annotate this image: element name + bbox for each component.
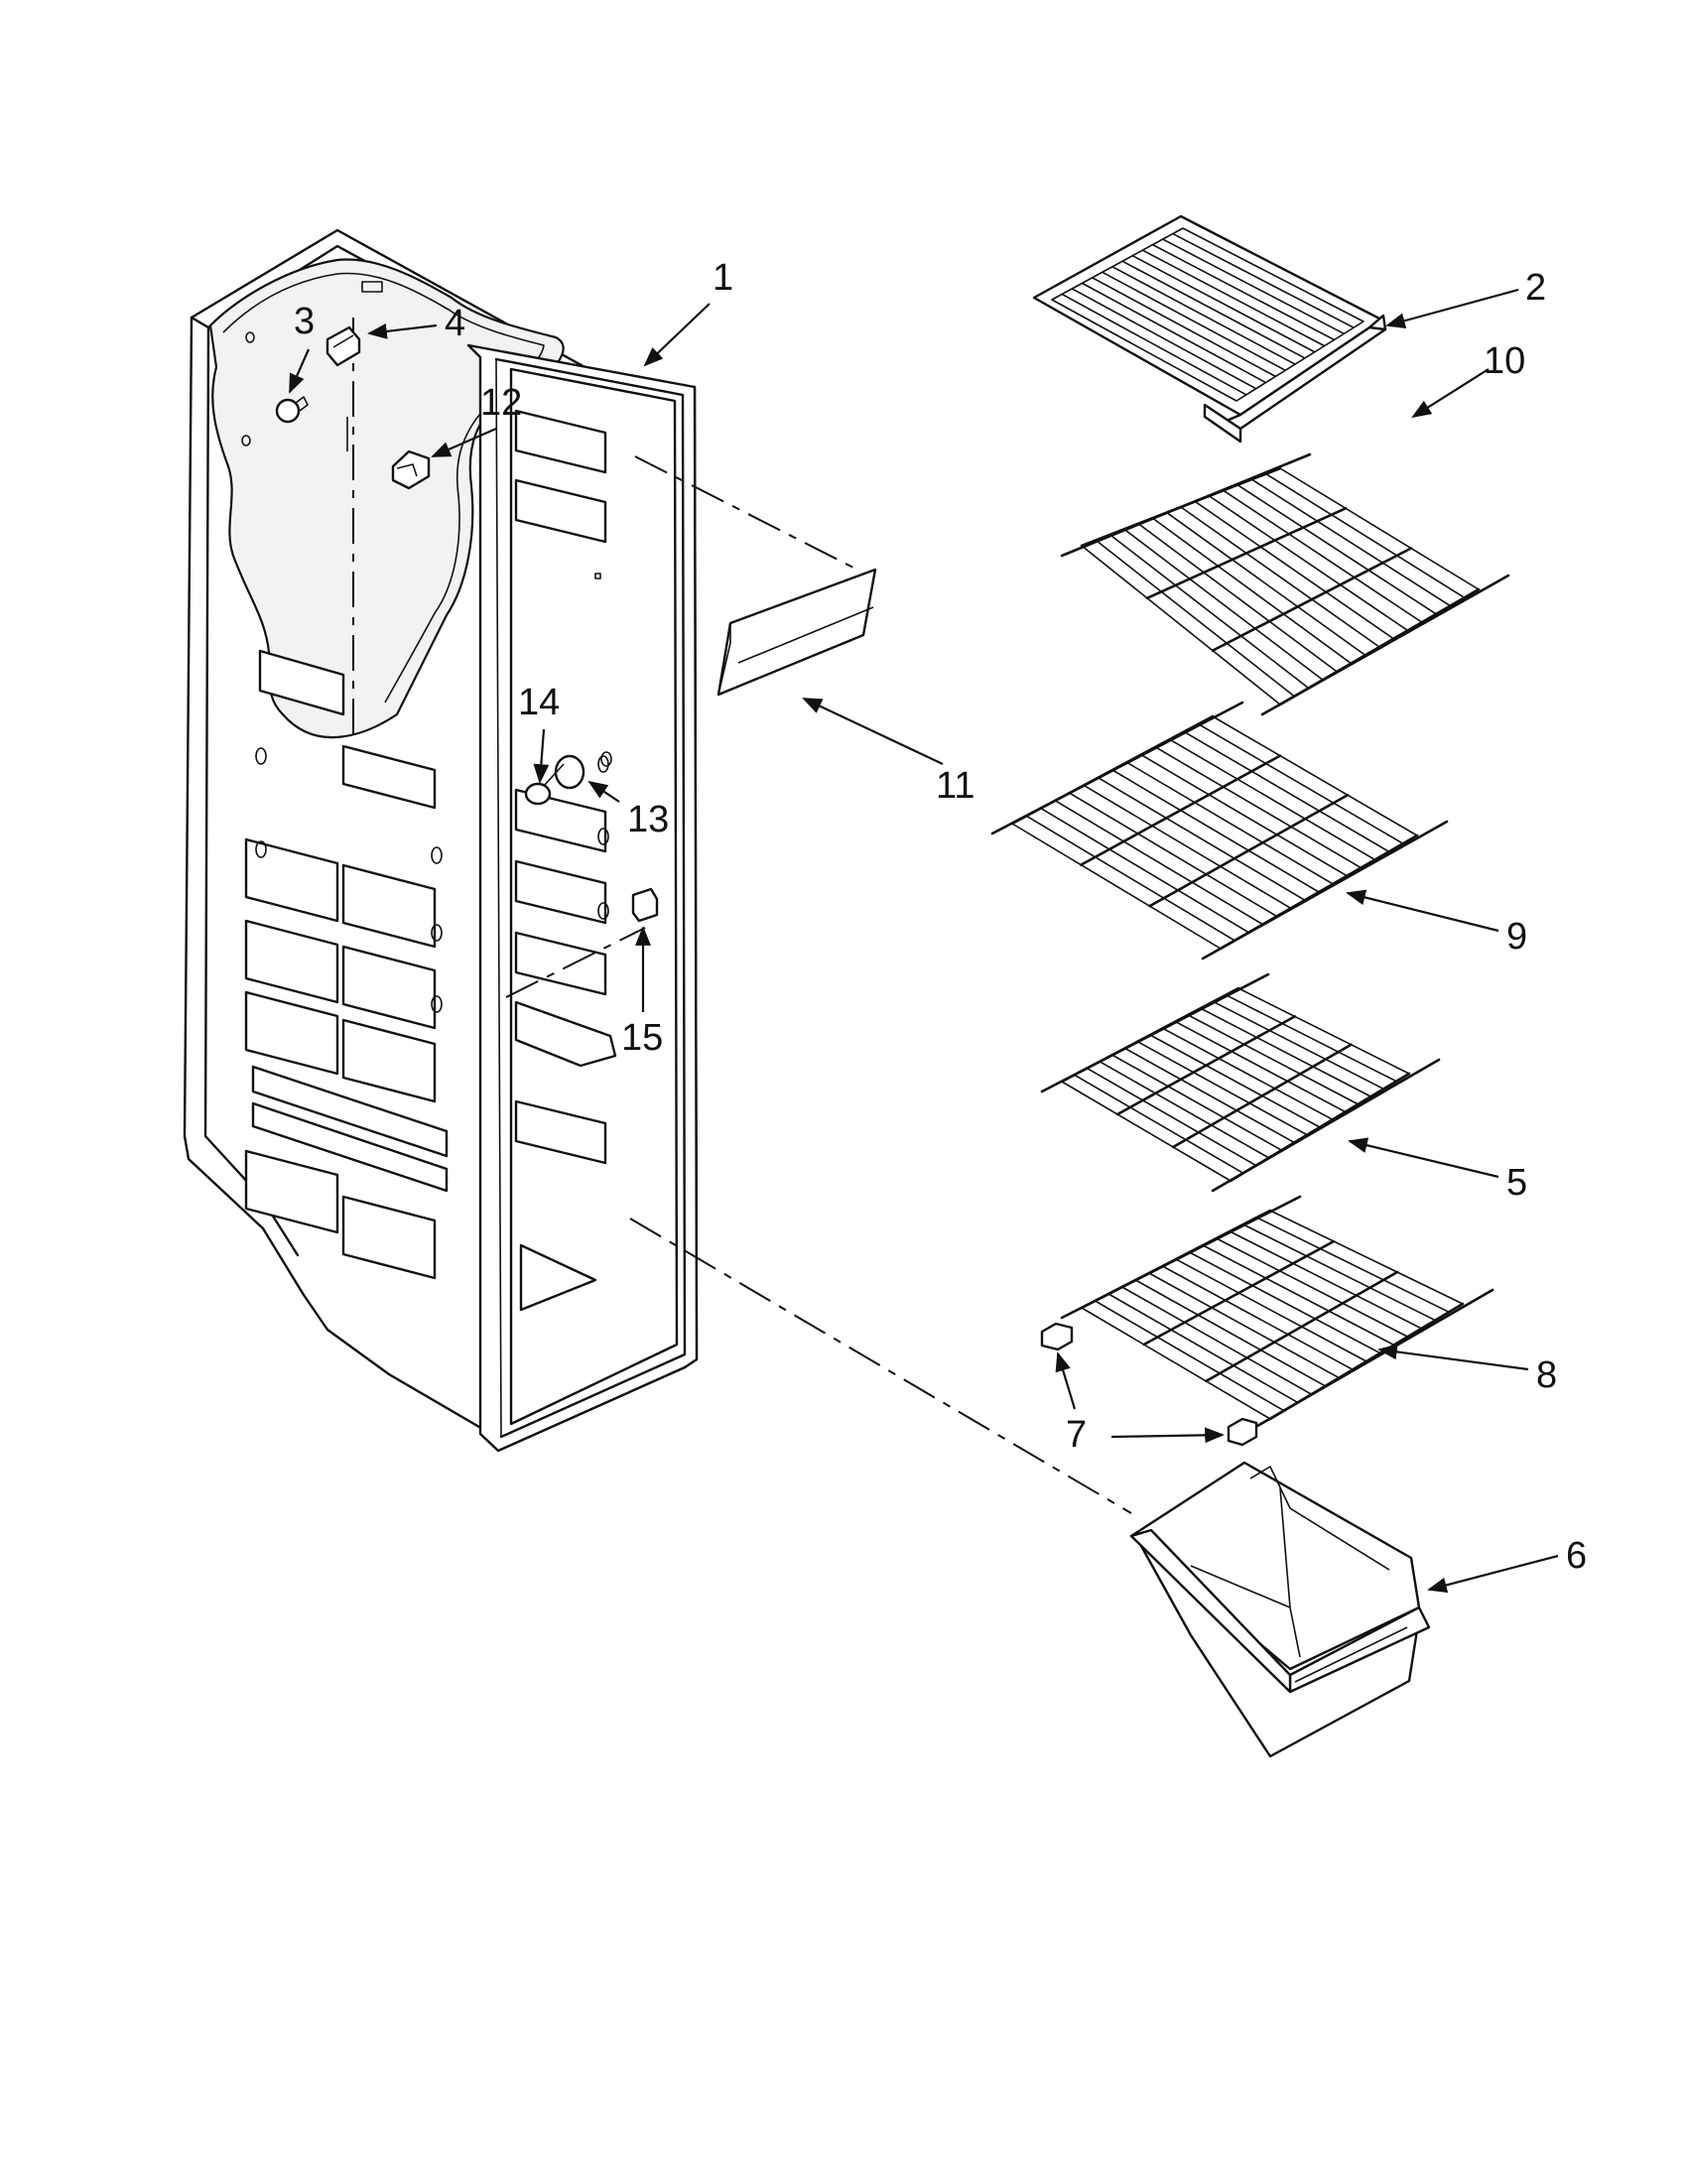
callout-14: 14 bbox=[518, 682, 560, 723]
wire-shelf-part-5 bbox=[1040, 972, 1441, 1193]
callout-labels: 1 2 3 4 5 6 7 8 9 10 11 12 13 14 15 bbox=[294, 257, 1587, 1577]
callout-8: 8 bbox=[1536, 1354, 1557, 1396]
callout-5: 5 bbox=[1506, 1162, 1527, 1204]
callout-13: 13 bbox=[627, 799, 669, 840]
light-socket-part bbox=[325, 325, 361, 367]
freezer-liner bbox=[183, 228, 699, 1453]
clip-part bbox=[391, 450, 431, 490]
switch-part bbox=[631, 887, 659, 923]
freezer-bin-part bbox=[1129, 1461, 1431, 1758]
callout-1: 1 bbox=[713, 257, 733, 299]
assembly-line-6 bbox=[629, 1218, 1132, 1514]
knob-part bbox=[524, 751, 612, 806]
assembly-line-11 bbox=[634, 455, 854, 569]
liner-side-slots bbox=[514, 409, 617, 1312]
callout-12: 12 bbox=[480, 382, 522, 424]
callout-10: 10 bbox=[1484, 340, 1525, 382]
callout-6: 6 bbox=[1566, 1535, 1587, 1577]
shelf-stop-part bbox=[1040, 1322, 1258, 1447]
callout-7: 7 bbox=[1066, 1414, 1087, 1456]
callout-9: 9 bbox=[1506, 916, 1527, 958]
tray-shelf-part bbox=[1032, 214, 1387, 444]
callout-11: 11 bbox=[936, 765, 974, 807]
liner-holes bbox=[241, 281, 609, 1013]
wire-shelf-part-10 bbox=[1060, 452, 1510, 716]
light-bulb-part bbox=[275, 396, 309, 424]
callout-2: 2 bbox=[1525, 267, 1546, 309]
wire-shelf-part-8 bbox=[1060, 1195, 1494, 1431]
callout-4: 4 bbox=[445, 303, 465, 344]
callout-15: 15 bbox=[621, 1017, 663, 1059]
assembly-line-15 bbox=[505, 927, 646, 998]
callout-3: 3 bbox=[294, 301, 315, 342]
liner-back-panels bbox=[244, 649, 449, 1280]
wire-shelf-part-9 bbox=[990, 701, 1449, 961]
leader-lines bbox=[288, 288, 1559, 1594]
trim-part bbox=[716, 568, 877, 697]
